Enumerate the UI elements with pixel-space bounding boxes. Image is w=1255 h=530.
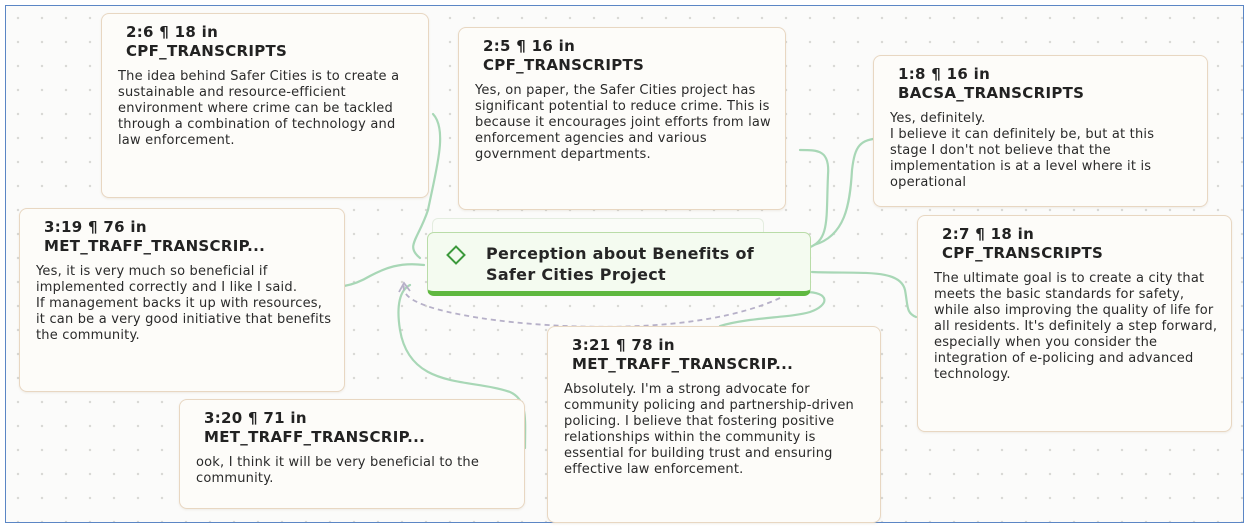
quote-card-q6[interactable]: 3:21 ¶ 78 in MET_TRAFF_TRANSCRIP... Abso… bbox=[547, 326, 881, 523]
quote-card-text: The idea behind Safer Cities is to creat… bbox=[118, 69, 400, 148]
quote-card-title: 3:20 ¶ 71 in MET_TRAFF_TRANSCRIP... bbox=[204, 409, 426, 446]
central-topic-title: Perception about Benefits of Safer Citie… bbox=[486, 244, 755, 284]
quote-card-q7[interactable]: 3:20 ¶ 71 in MET_TRAFF_TRANSCRIP... ook,… bbox=[179, 399, 525, 509]
quote-card-text: ook, I think it will be very beneficial … bbox=[196, 455, 480, 486]
quote-card-q2[interactable]: 2:5 ¶ 16 in CPF_TRANSCRIPTS Yes, on pape… bbox=[458, 27, 786, 210]
central-topic-node[interactable]: Perception about Benefits of Safer Citie… bbox=[427, 232, 811, 296]
quote-card-title: 3:21 ¶ 78 in MET_TRAFF_TRANSCRIP... bbox=[572, 336, 794, 373]
quote-card-q1[interactable]: 2:6 ¶ 18 in CPF_TRANSCRIPTS The idea beh… bbox=[101, 13, 429, 198]
quote-card-q5[interactable]: 2:7 ¶ 18 in CPF_TRANSCRIPTS The ultimate… bbox=[917, 215, 1232, 432]
quote-card-title: 2:7 ¶ 18 in CPF_TRANSCRIPTS bbox=[942, 225, 1104, 262]
diamond-icon bbox=[446, 245, 466, 265]
quote-card-text: Absolutely. I'm a strong advocate for co… bbox=[564, 382, 854, 477]
quote-card-title: 3:19 ¶ 76 in MET_TRAFF_TRANSCRIP... bbox=[44, 218, 266, 255]
quote-card-text: Yes, definitely. I believe it can defini… bbox=[890, 111, 1155, 190]
quote-card-title: 1:8 ¶ 16 in BACSA_TRANSCRIPTS bbox=[898, 65, 1085, 102]
quote-card-title: 2:6 ¶ 18 in CPF_TRANSCRIPTS bbox=[126, 23, 288, 60]
quote-card-q3[interactable]: 1:8 ¶ 16 in BACSA_TRANSCRIPTS Yes, defin… bbox=[873, 55, 1208, 207]
quote-card-q4[interactable]: 3:19 ¶ 76 in MET_TRAFF_TRANSCRIP... Yes,… bbox=[19, 208, 345, 392]
quote-card-text: Yes, on paper, the Safer Cities project … bbox=[475, 83, 771, 162]
quote-card-text: Yes, it is very much so beneficial if im… bbox=[36, 264, 332, 343]
quote-card-title: 2:5 ¶ 16 in CPF_TRANSCRIPTS bbox=[483, 37, 645, 74]
quote-card-text: The ultimate goal is to create a city th… bbox=[934, 271, 1218, 382]
